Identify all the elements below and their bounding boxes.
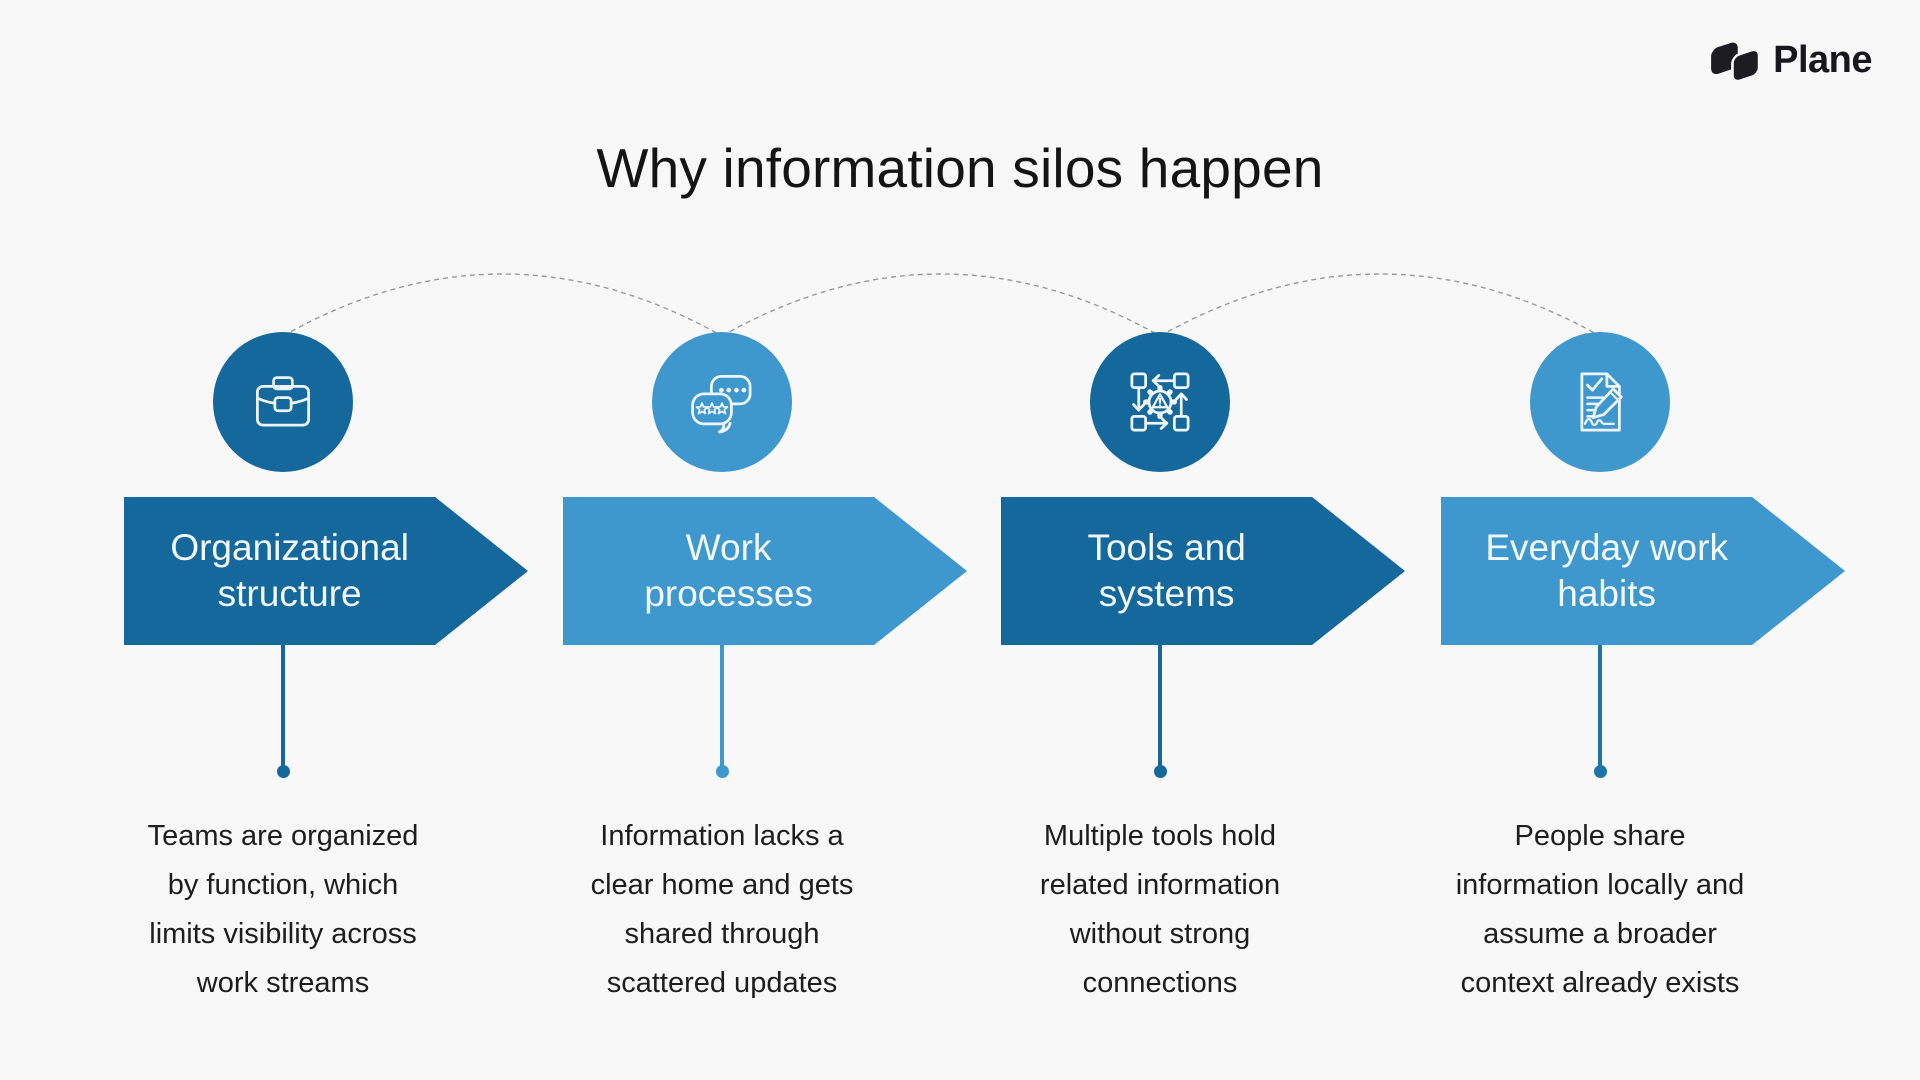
column-work-processes: Work processes Information lacks a clear… — [502, 0, 967, 1080]
stem-dot — [1593, 765, 1607, 778]
stem-line — [281, 645, 285, 768]
document-signature-icon — [1580, 372, 1623, 432]
column-organizational-structure: Organizational structure Teams are organ… — [63, 0, 528, 1080]
description-text: Information lacks a clear home and gets … — [590, 820, 854, 999]
column-tools-and-systems: Tools and systems Multiple tools hold re… — [940, 0, 1405, 1080]
page-title: Why information silos happen — [596, 137, 1324, 199]
plane-logo-icon — [1711, 42, 1761, 83]
circle-organizational-structure — [213, 332, 353, 472]
circle-tools-and-systems — [1090, 332, 1230, 472]
stem-line — [720, 645, 724, 768]
brand-name: Plane — [1773, 38, 1872, 81]
brand-logo: Plane — [1709, 36, 1872, 84]
stem-dot — [1153, 765, 1167, 778]
circle-everyday-work-habits — [1530, 332, 1670, 472]
banner-label: Organizational structure — [170, 527, 409, 614]
briefcase-icon — [256, 376, 310, 427]
banner-label: Tools and systems — [1087, 527, 1246, 614]
banner-label: Everyday work habits — [1485, 527, 1728, 614]
banner-organizational-structure: Organizational structure — [124, 497, 528, 645]
description-text: People share information locally and ass… — [1455, 820, 1745, 999]
banner-work-processes: Work processes — [563, 497, 967, 645]
stem-line — [1158, 645, 1162, 768]
column-everyday-work-habits: Everyday work habits People share inform… — [1380, 0, 1845, 1080]
stem-line — [1598, 645, 1602, 768]
banner-tools-and-systems: Tools and systems — [1001, 497, 1405, 645]
description-text: Multiple tools hold related information … — [1039, 820, 1281, 999]
stem-dot — [276, 765, 290, 778]
description-text: Teams are organized by function, which l… — [147, 820, 419, 999]
banner-everyday-work-habits: Everyday work habits — [1441, 497, 1845, 645]
stem-dot — [715, 765, 729, 778]
workflow-gear-alert-icon — [1130, 372, 1190, 432]
circle-work-processes — [652, 332, 792, 472]
banner-label: Work processes — [644, 527, 813, 614]
chat-bubbles-icon — [691, 375, 752, 434]
